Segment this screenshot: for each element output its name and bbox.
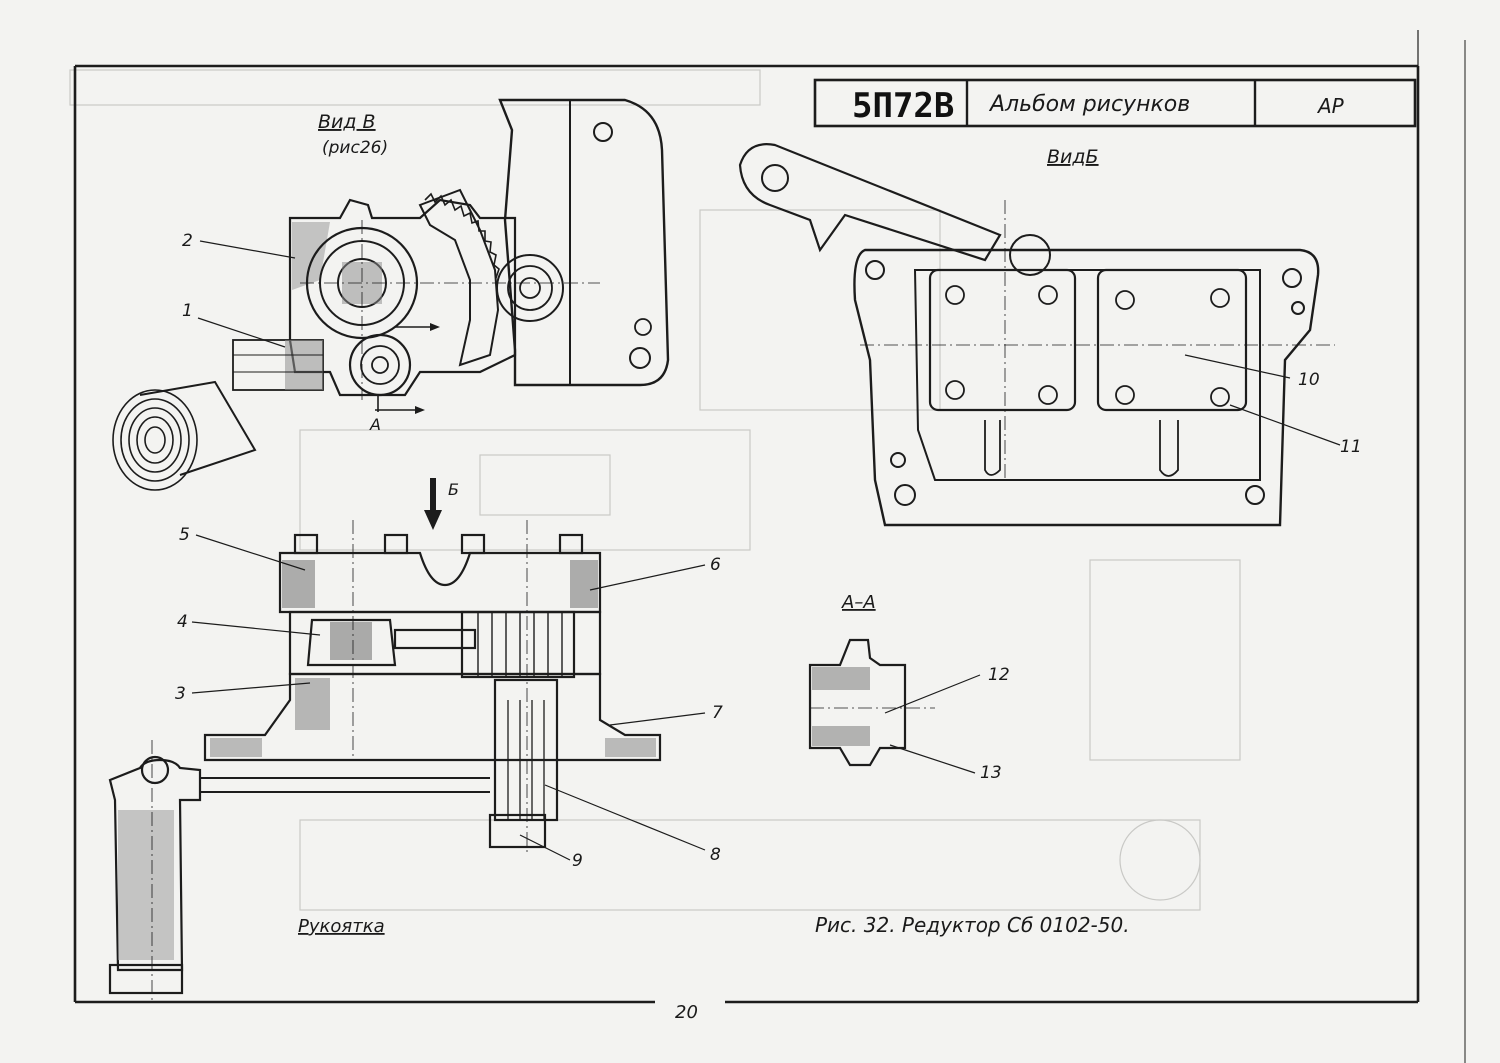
view-v-group [232, 98, 670, 414]
handle [108, 740, 202, 1000]
arrow-a-label: А [369, 415, 381, 434]
callout-12: 12 [988, 665, 1010, 685]
view-b-left-block [928, 268, 1077, 412]
handle-lever-rod [200, 777, 490, 793]
spring-coil [112, 380, 257, 491]
view-b-group [738, 143, 1335, 527]
callout-8: 8 [710, 845, 721, 865]
callout-10: 10 [1298, 370, 1320, 390]
callout-5: 5 [179, 525, 190, 545]
view-b-base-plate [853, 248, 1320, 527]
view-b-right-block [1096, 268, 1248, 412]
sheet-frame [73, 30, 1466, 1063]
gearbox-base [203, 672, 662, 762]
arrow-b-label: Б [448, 480, 459, 499]
callout-11: 11 [1340, 437, 1362, 457]
view-v-ref: (рис26) [322, 138, 388, 158]
callout-numbers: 1 2 3 4 5 6 7 8 9 10 11 12 13 [175, 231, 1362, 871]
callout-1: 1 [182, 301, 193, 321]
callout-4: 4 [177, 612, 188, 632]
callout-13: 13 [980, 763, 1002, 783]
view-v-label: Вид В [318, 111, 376, 133]
view-v-lever-plate [498, 98, 670, 387]
page-number: 20 [675, 1002, 698, 1023]
title-block: 5П72В Альбом рисунков АР [813, 78, 1417, 128]
callout-3: 3 [175, 684, 186, 704]
output-shaft [493, 678, 559, 822]
title-album: Альбом рисунков [988, 92, 1190, 117]
title-model: 5П72В [852, 86, 954, 126]
callout-7: 7 [712, 703, 723, 723]
section-a-a [808, 638, 935, 767]
view-b-lever-arm [738, 143, 1002, 262]
callout-leaders [191, 240, 1341, 861]
title-code: АР [1316, 94, 1345, 118]
gearbox-section: Б [203, 478, 662, 855]
view-v-gear-sector [418, 188, 500, 367]
callout-9: 9 [572, 851, 583, 871]
view-b-label: ВидБ [1047, 146, 1099, 168]
section-a-a-label: А–А [841, 592, 876, 613]
callout-2: 2 [182, 231, 193, 251]
figure-caption: Рис. 32. Редуктор Сб 0102-50. [815, 913, 1130, 937]
show-through-ghost [69, 69, 1241, 911]
callout-6: 6 [710, 555, 721, 575]
handle-label: Рукоятка [298, 916, 385, 937]
view-v-housing [288, 198, 517, 397]
gear-right [460, 610, 576, 679]
